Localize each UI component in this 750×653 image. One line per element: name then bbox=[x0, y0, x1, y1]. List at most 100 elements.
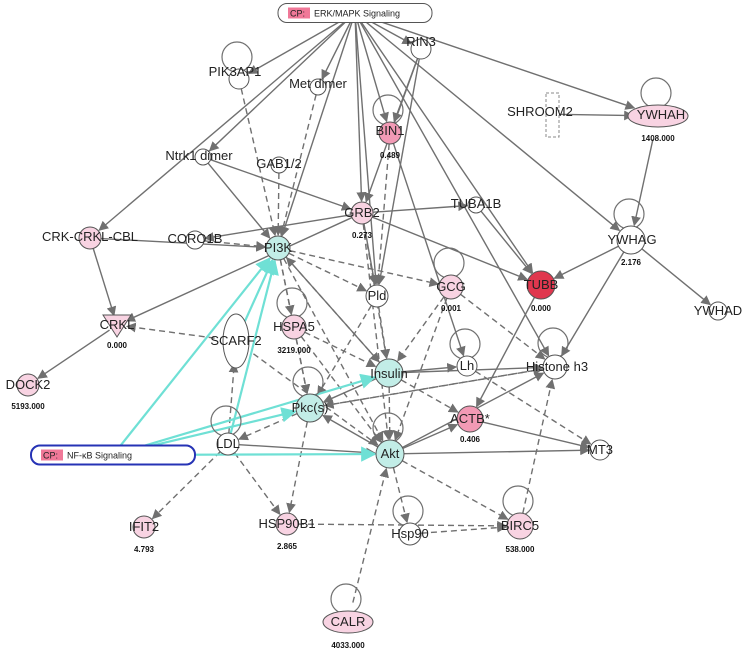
self-loop bbox=[537, 327, 569, 359]
node-gab12: GAB1/2 bbox=[256, 156, 302, 174]
node-shape bbox=[375, 439, 405, 469]
node-value: 3219.000 bbox=[277, 346, 311, 355]
node-shape bbox=[708, 301, 728, 321]
node-label: SHROOM2 bbox=[507, 104, 573, 119]
edge-SCARF2-CRKL bbox=[125, 322, 215, 339]
edge-GCG-Insulin bbox=[397, 296, 445, 362]
edge-SCARF2-Akt bbox=[253, 353, 379, 446]
node-label: Ntrk1 dimer bbox=[165, 148, 233, 163]
node-hsp90: Hsp90 bbox=[391, 495, 429, 546]
edge-Pkc-HSP90B1 bbox=[286, 421, 308, 514]
cp-tag: CP: bbox=[290, 9, 305, 19]
edge-Akt-Pkc bbox=[322, 414, 379, 448]
edge-PI3K-Akt bbox=[283, 258, 384, 442]
node-shape bbox=[506, 512, 534, 540]
edge-Insulin-Lh bbox=[402, 362, 458, 373]
node-label: TUBB bbox=[524, 277, 559, 292]
node-value: 1408.000 bbox=[641, 134, 675, 143]
edge-Akt-MT3 bbox=[403, 445, 590, 456]
node-label: GRB2 bbox=[344, 205, 379, 220]
node-label: ACTB* bbox=[450, 411, 490, 426]
self-loop bbox=[392, 495, 424, 527]
node-mt3: MT3 bbox=[587, 439, 613, 461]
node-label: SCARF2 bbox=[210, 333, 261, 348]
node-label: HSPA5 bbox=[273, 319, 315, 334]
node-shape bbox=[270, 156, 288, 174]
node-value: 5193.000 bbox=[11, 402, 45, 411]
cp-tag-bg bbox=[288, 7, 310, 19]
edge-HSPA5-Insulin bbox=[304, 331, 377, 368]
node-label: GAB1/2 bbox=[256, 156, 302, 171]
node-label: DOCK2 bbox=[6, 377, 51, 392]
node-pld: Pld bbox=[365, 284, 389, 308]
node-histone: Histone h3 bbox=[526, 327, 588, 380]
node-label: Pkc(s) bbox=[292, 400, 329, 415]
edge-CALR-Akt bbox=[352, 467, 389, 603]
self-loop bbox=[449, 328, 481, 360]
node-label: IFIT2 bbox=[129, 519, 159, 534]
edge-YWHAG-YWHAD bbox=[641, 248, 712, 306]
node-label: BIRC5 bbox=[501, 518, 539, 533]
node-shape bbox=[616, 225, 646, 255]
edge-erk-Met bbox=[321, 12, 356, 80]
node-label: Hsp90 bbox=[391, 526, 429, 541]
node-shape bbox=[374, 358, 404, 388]
node-value: 0.406 bbox=[460, 435, 481, 444]
edge-Akt-ACTB bbox=[402, 423, 459, 450]
node-label: PIK3AP1 bbox=[209, 64, 262, 79]
cp-tag-bg bbox=[41, 449, 63, 461]
node-shape bbox=[222, 313, 250, 369]
cp-tag: CP: bbox=[43, 451, 58, 461]
node-actb: ACTB* 0.406 bbox=[450, 405, 490, 444]
edge-Met-PI3K bbox=[278, 94, 317, 237]
node-label: LDL bbox=[216, 436, 240, 451]
edge-erk-Pld bbox=[354, 12, 381, 286]
edge-Ntrk1-GRB2 bbox=[210, 158, 352, 211]
self-loop bbox=[292, 366, 324, 398]
node-value: 0.489 bbox=[380, 151, 401, 160]
node-shape bbox=[78, 226, 102, 250]
edge-BIN1-Lh bbox=[392, 143, 466, 357]
node-shape bbox=[526, 270, 556, 300]
node-coro1b: CORO1B bbox=[168, 230, 222, 250]
node-label: YWHAH bbox=[637, 107, 685, 122]
edge-GRB2-CRKL bbox=[125, 216, 353, 322]
edge-YWHAH-YWHAG bbox=[631, 139, 654, 227]
self-loop bbox=[640, 77, 672, 109]
edge-CORO1B-PI3K bbox=[203, 240, 267, 251]
cp-nfkb: CP:NF-κB Signaling bbox=[30, 444, 196, 466]
node-rin3: RIN3 bbox=[406, 34, 436, 60]
edge-erk-TUBB bbox=[354, 12, 534, 274]
edge-LDL-IFIT2 bbox=[151, 451, 221, 520]
edge-erk-Ntrk1 bbox=[208, 12, 356, 152]
edge-Akt-BIRC5 bbox=[401, 460, 509, 520]
node-label: CRK-CRKL-CBL bbox=[42, 229, 138, 244]
node-shape bbox=[322, 610, 374, 634]
node-label: YWHAD bbox=[694, 303, 742, 318]
edge-erk-PIK3AP1 bbox=[247, 12, 356, 75]
node-label: TUBA1B bbox=[451, 196, 502, 211]
edge-erk-BIN1 bbox=[354, 12, 389, 123]
node-shroom2: SHROOM2 bbox=[507, 92, 573, 138]
edge-erk-YWHAG bbox=[354, 12, 621, 232]
node-value: 538.000 bbox=[506, 545, 535, 554]
node-shape bbox=[309, 78, 327, 96]
node-label: MT3 bbox=[587, 442, 613, 457]
node-shape bbox=[378, 121, 402, 145]
self-loop bbox=[433, 247, 465, 279]
edge-erk-Histone bbox=[354, 12, 550, 357]
edge-RIN3-Pld bbox=[375, 58, 420, 286]
self-loop bbox=[613, 198, 645, 230]
edge-Ntrk1-PI3K bbox=[207, 162, 271, 239]
edge-erk-YWHAH bbox=[354, 12, 636, 110]
node-label: RIN3 bbox=[406, 34, 436, 49]
node-ywhah: YWHAH 1408.000 bbox=[627, 77, 689, 143]
edge-Insulin-ACTB bbox=[400, 379, 459, 413]
edge-Akt-Hsp90 bbox=[392, 467, 410, 524]
self-loop bbox=[276, 287, 308, 319]
edge-YWHAG-Histone bbox=[561, 251, 625, 357]
